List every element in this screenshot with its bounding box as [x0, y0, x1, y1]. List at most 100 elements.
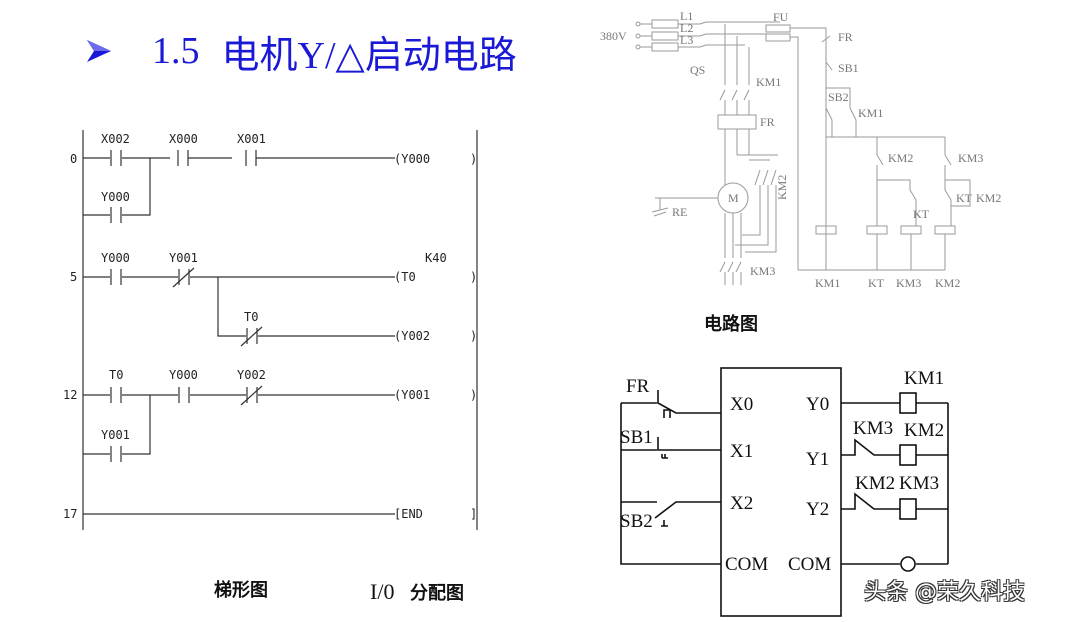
- kt-contact-label: KT: [913, 207, 930, 221]
- coil-label: KM1: [815, 276, 840, 290]
- input-terminal-label: X0: [730, 394, 753, 415]
- coil-label: KM2: [935, 276, 960, 290]
- ladder-caption: 梯形图: [214, 579, 268, 601]
- fr-ctrl-label: FR: [838, 30, 853, 44]
- contact-no: [110, 207, 122, 223]
- contact-nc: [240, 385, 263, 406]
- control-circuit: FR SB1 SB2 KM1 KM2 KM3 KT KT KM2 KM1 KT …: [798, 28, 1001, 290]
- coil-end: ]: [470, 507, 477, 521]
- contact-no: [110, 446, 122, 462]
- l1-label: L1: [680, 9, 693, 23]
- io-caption: 分配图: [410, 583, 464, 604]
- kt-inst-label: KT: [956, 191, 973, 205]
- sb2-label: SB2: [828, 90, 849, 104]
- fu-label: FU: [773, 10, 789, 24]
- input-common-bus: [620, 403, 721, 565]
- interlock-label: KM2: [855, 473, 895, 494]
- output-y0: Y0 KM1: [806, 368, 948, 415]
- contact-label: T0: [109, 368, 123, 382]
- contact-no: [110, 150, 122, 166]
- step-number: 5: [70, 270, 77, 284]
- slide-title: 1.5 电机Y/△启动电路: [86, 26, 517, 77]
- coil-label: (Y002: [394, 329, 430, 343]
- rung-17: 17 [END ]: [63, 507, 477, 521]
- contact-label: Y001: [101, 428, 130, 442]
- contact-no: [177, 150, 189, 166]
- coil-label: KM2: [904, 420, 944, 441]
- km1-main-label: KM1: [756, 75, 781, 89]
- input-sb2: SB2 X2: [620, 493, 753, 532]
- step-number: 17: [63, 507, 77, 521]
- coil-km2: [899, 444, 917, 466]
- coil-end: ): [470, 388, 477, 402]
- contact-nc: [240, 326, 263, 347]
- contact-no: [245, 150, 257, 166]
- interlock-label: KM3: [853, 418, 893, 439]
- coil-end: ): [470, 329, 477, 343]
- output-y1: Y1 KM3 KM2: [806, 418, 948, 470]
- output-com-label: COM: [788, 554, 831, 575]
- coil-label: KT: [868, 276, 885, 290]
- input-sb1: SB1 X1: [620, 427, 753, 462]
- output-y2: Y2 KM2 KM3: [806, 473, 948, 520]
- coil-end: ): [470, 270, 477, 284]
- contact-no: [110, 269, 122, 285]
- contact-label: Y002: [237, 368, 266, 382]
- qs-label: QS: [690, 63, 705, 77]
- contact-nc: [172, 267, 195, 288]
- coil-label: (Y001: [394, 388, 430, 402]
- input-terminal-label: X1: [730, 441, 753, 462]
- io-caption-prefix: I/0: [370, 579, 394, 604]
- title-text: 电机Y/△启动电路: [221, 34, 517, 77]
- timer-preset: K40: [425, 251, 447, 265]
- coil-km3: [899, 498, 917, 520]
- contact-label: X002: [101, 132, 130, 146]
- contact-label: X001: [237, 132, 266, 146]
- contact-label: Y000: [169, 368, 198, 382]
- circuit-caption: 电路图: [704, 313, 758, 335]
- km2-hold-label: KM2: [976, 191, 1001, 205]
- km1-aux-label: KM1: [858, 106, 883, 120]
- rung-5: 5 Y000 Y001 (T0 K40 ) T0 (Y002 ): [70, 251, 477, 347]
- input-terminal-label: X2: [730, 493, 753, 514]
- km3-nc-label: KM3: [958, 151, 983, 165]
- bullet-arrow-icon: [87, 40, 111, 62]
- input-device-label: SB1: [620, 427, 653, 448]
- contact-label: Y000: [101, 251, 130, 265]
- coil-label: KM3: [899, 473, 939, 494]
- step-number: 0: [70, 152, 77, 166]
- coil-label: KM3: [896, 276, 921, 290]
- km2-nc-label: KM2: [888, 151, 913, 165]
- contact-label: Y000: [101, 190, 130, 204]
- title-number: 1.5: [152, 30, 200, 72]
- supply-voltage: 380V: [600, 29, 627, 43]
- step-number: 12: [63, 388, 77, 402]
- main-circuit: KM1 FR M RE KM2 KM3: [651, 24, 789, 285]
- contact-label: T0: [244, 310, 258, 324]
- motor-label: M: [728, 191, 739, 205]
- plc-block: [720, 367, 842, 617]
- km3-main-label: KM3: [750, 264, 775, 278]
- output-com: COM: [788, 554, 948, 575]
- input-device-label: SB2: [620, 511, 653, 532]
- watermark: 头条 @荣久科技: [864, 580, 1025, 605]
- coil-label: KM1: [904, 368, 944, 389]
- coil-label: (Y000: [394, 152, 430, 166]
- coil-end: ): [470, 152, 477, 166]
- end-instruction: [END: [394, 507, 423, 521]
- power-source-icon: [900, 556, 916, 572]
- sb1-label: SB1: [838, 61, 859, 75]
- power-supply: 380V L1 L2 L3 QS: [600, 9, 780, 77]
- rung-0: 0 X002 X000 X001 Y000 (Y000 ): [70, 132, 477, 223]
- input-device-label: FR: [626, 376, 650, 397]
- coil-km1: [899, 392, 917, 414]
- contact-no: [110, 387, 122, 403]
- output-terminal-label: Y2: [806, 499, 829, 520]
- output-terminal-label: Y1: [806, 449, 829, 470]
- re-label: RE: [672, 205, 687, 219]
- rung-12: 12 T0 Y000 Y002 Y001 (Y001 ): [63, 368, 477, 462]
- output-terminal-label: Y0: [806, 394, 829, 415]
